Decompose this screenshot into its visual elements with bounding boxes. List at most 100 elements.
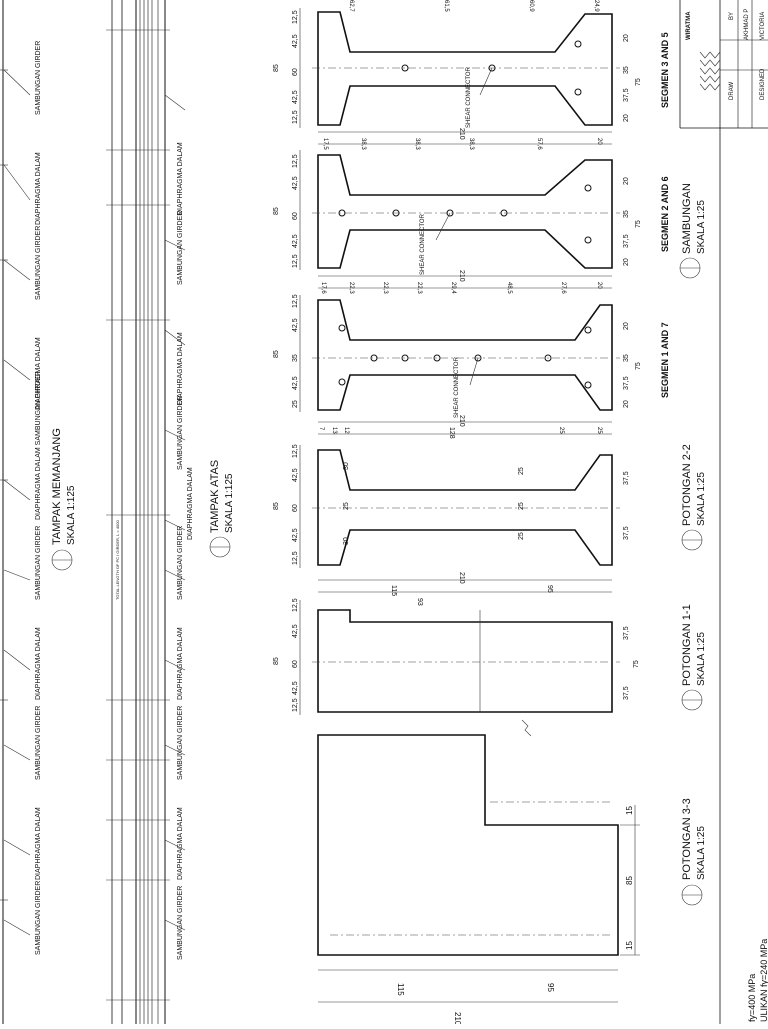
label-diaphragma-dalam: DIAPHRAGMA DALAM: [35, 627, 42, 700]
dim-95: 95: [546, 585, 553, 593]
dim-37-5: 37,5: [623, 686, 630, 700]
label-sambungan-girder: SAMBUNGAN GIRDER: [35, 706, 42, 780]
segmen-3-5-section: SHEAR CONNECTOR 12,5 42,5 60 42,5 12,5 8…: [273, 0, 670, 128]
dim-38-3: 38,3: [468, 138, 474, 150]
dim-60: 60: [292, 504, 299, 512]
dim-60: 60: [292, 212, 299, 220]
label-diaphragma-dalam: DIAPHRAGMA DALAM: [177, 807, 184, 880]
dim-85: 85: [273, 502, 280, 510]
view-scale-tampak-memanjang: SKALA 1:125: [66, 485, 77, 545]
dim-38-3: 38,3: [414, 138, 420, 150]
dim-12-5: 12,5: [292, 444, 299, 458]
view-title-tampak-atas: TAMPAK ATAS: [209, 460, 221, 533]
title-design-name: VICTORIA: [760, 12, 766, 40]
dim-22-3: 22,3: [348, 282, 354, 294]
view-title-potongan-1-1: POTONGAN 1-1: [681, 604, 693, 686]
label-sambungan-girder: SAMBUNGAN GIRDER: [177, 526, 184, 600]
company-logo: [699, 51, 721, 91]
dim-37-5: 37,5: [623, 526, 630, 540]
label-diaphragma-dalam: DIAPHRAGMA DALAM: [177, 142, 184, 215]
label-diaphragma-dalam: DIAPHRAGMA DALAM: [187, 467, 194, 540]
segmen-2-6-section: SHEAR CONNECTOR 12,5 42,5 60 42,5 12,5 8…: [273, 128, 707, 279]
view-scale-tampak-atas: SKALA 1:125: [224, 473, 235, 533]
dim-12-5: 12,5: [292, 110, 299, 124]
view-title-potongan-2-2: POTONGAN 2-2: [681, 444, 693, 526]
dim-57-6: 57,6: [536, 138, 542, 150]
dim-25: 25: [518, 532, 525, 540]
dim-37-5: 37,5: [623, 376, 630, 390]
potongan-1-1-section: 12,5 42,5 60 42,5 12,5 85 210 115 95 93 …: [273, 572, 707, 715]
dim-12-5: 12,5: [292, 698, 299, 712]
dim-35: 35: [623, 354, 630, 362]
dim-75: 75: [635, 220, 642, 228]
label-shear-connector: SHEAR CONNECTOR: [466, 66, 472, 128]
title-block: WIRATMA BY DRAW AKHMAD P DESIGNED VICTOR…: [679, 0, 768, 1024]
label-sambungan-girder: SAMBUNGAN GIRDER: [177, 706, 184, 780]
label-sambungan-girder: SAMBUNGAN GIRDER: [35, 226, 42, 300]
potongan-2-2-section: 12,5 42,5 60 42,5 12,5 85 30 25 30 25 25…: [273, 415, 707, 568]
dim-42-5: 42,5: [292, 234, 299, 248]
label-diaphragma-dalam: DIAPHRAGMA DALAM: [35, 807, 42, 880]
dim-75: 75: [635, 78, 642, 86]
dim-37-5: 37,5: [623, 88, 630, 102]
dim-30: 30: [343, 462, 350, 470]
label-sambungan-girder: SAMBUNGAN GIRDER: [177, 396, 184, 470]
view-title-tampak-memanjang: TAMPAK MEMANJANG: [51, 428, 63, 545]
dim-85: 85: [273, 657, 280, 665]
title-by: BY: [729, 12, 735, 20]
dim-25: 25: [558, 427, 564, 434]
tendon-holes: [338, 324, 592, 389]
segmen-1-7-section: SHEAR CONNECTOR 12,5 42,5 35 42,5 25 85 …: [273, 270, 670, 418]
dim-85: 85: [273, 64, 280, 72]
label-diaphragma-dalam: DIAPHRAGMA DALAM: [177, 332, 184, 405]
label-diaphragma-dalam: DIAPHRAGMA DALAM: [35, 337, 42, 410]
company-name: WIRATMA: [686, 11, 692, 40]
dim-29-4: 29,4: [450, 282, 456, 294]
dim-25: 25: [596, 427, 602, 434]
dim-85: 85: [273, 350, 280, 358]
dim-61-5: 61,5: [443, 0, 449, 12]
dim-60-9: 60,9: [528, 0, 534, 12]
dim-12-5: 12,5: [292, 551, 299, 565]
dim-42-5: 42,5: [292, 681, 299, 695]
dim-12-5: 12,5: [292, 154, 299, 168]
dim-15: 15: [625, 806, 634, 815]
break-symbol: [521, 719, 532, 737]
dim-12: 12: [343, 427, 349, 434]
label-sambungan-girder: SAMBUNGAN GIRDER: [35, 41, 42, 115]
view-title-sambungan: SAMBUNGAN: [681, 183, 693, 254]
note-fu: ULIKAN fy=240 MPa: [759, 939, 768, 1022]
dim-75: 75: [635, 362, 642, 370]
dim-210: 210: [458, 270, 465, 282]
view-scale-potongan-2-2: SKALA 1:25: [696, 472, 707, 526]
dim-42-5: 42,5: [292, 176, 299, 190]
dim-20: 20: [623, 258, 630, 266]
material-notes: fy=400 MPa ULIKAN fy=240 MPa: [747, 939, 768, 1022]
view-scale-potongan-3-3: SKALA 1:25: [696, 826, 707, 880]
label-sambungan-girder: SAMBUNGAN GIRDER: [35, 881, 42, 955]
dim-35: 35: [292, 354, 299, 362]
dim-75: 75: [633, 660, 640, 668]
label-shear-connector: SHEAR CONNECTOR: [454, 356, 460, 418]
dim-12-5: 12,5: [292, 10, 299, 24]
dim-210: 210: [458, 572, 465, 584]
dim-128: 128: [448, 427, 455, 439]
dim-17-6: 17,6: [320, 282, 326, 294]
dim-115: 115: [396, 983, 405, 996]
dim-20: 20: [596, 138, 602, 145]
dim-22-3: 22,3: [416, 282, 422, 294]
dim-15: 15: [625, 941, 634, 950]
title-draw: DRAW: [729, 82, 735, 100]
note-fy: fy=400 MPa: [747, 974, 757, 1022]
segment-label-3-5: SEGMEN 3 AND 5: [660, 32, 670, 108]
dim-7: 7: [318, 427, 324, 431]
dim-27-6: 27,6: [560, 282, 566, 294]
dim-20: 20: [623, 322, 630, 330]
tendon-holes: [338, 184, 592, 244]
dim-22-3: 22,3: [382, 282, 388, 294]
dim-85: 85: [625, 876, 634, 885]
dim-25: 25: [343, 502, 350, 510]
dim-210: 210: [458, 415, 465, 427]
view-title-potongan-3-3: POTONGAN 3-3: [681, 798, 693, 880]
